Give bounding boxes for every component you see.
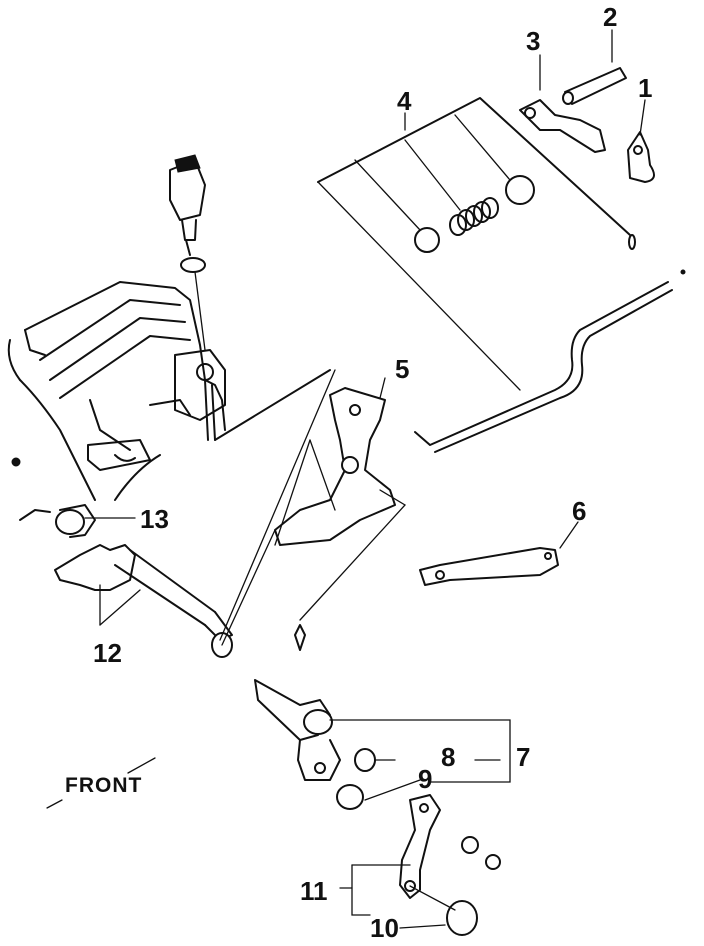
- engine-block: [7, 281, 331, 501]
- pin-part2: [562, 67, 627, 105]
- leader-lines: [46, 29, 646, 929]
- washer-left: [414, 227, 440, 253]
- sector-part5: [274, 387, 407, 621]
- clip-part1: [627, 131, 655, 183]
- arm-part11: [399, 794, 501, 936]
- callout-3: 3: [526, 26, 540, 56]
- shift-rod: [414, 269, 686, 453]
- washer-right: [505, 175, 535, 205]
- connector-part13: [19, 504, 96, 538]
- callout-11: 11: [300, 876, 328, 906]
- callout-9: 9: [418, 764, 432, 794]
- callout-12: 12: [93, 638, 122, 668]
- shaft-part12: [54, 369, 336, 658]
- callout-5: 5: [395, 354, 409, 384]
- front-label: FRONT: [65, 774, 142, 797]
- switch-sensor: [169, 154, 206, 351]
- lower-shaft: [254, 624, 511, 810]
- spring-panel: [317, 97, 636, 391]
- callout-8: 8: [441, 742, 455, 772]
- callout-13: 13: [140, 504, 169, 534]
- dot-mark: [11, 457, 21, 467]
- callout-10: 10: [370, 913, 399, 943]
- lever-part6: [419, 547, 559, 586]
- callout-7: 7: [516, 742, 530, 772]
- callout-2: 2: [603, 2, 617, 32]
- bracket-part3: [519, 99, 606, 153]
- spring: [449, 197, 499, 236]
- callout-4: 4: [397, 86, 412, 116]
- callout-1: 1: [638, 73, 652, 103]
- callout-6: 6: [572, 496, 586, 526]
